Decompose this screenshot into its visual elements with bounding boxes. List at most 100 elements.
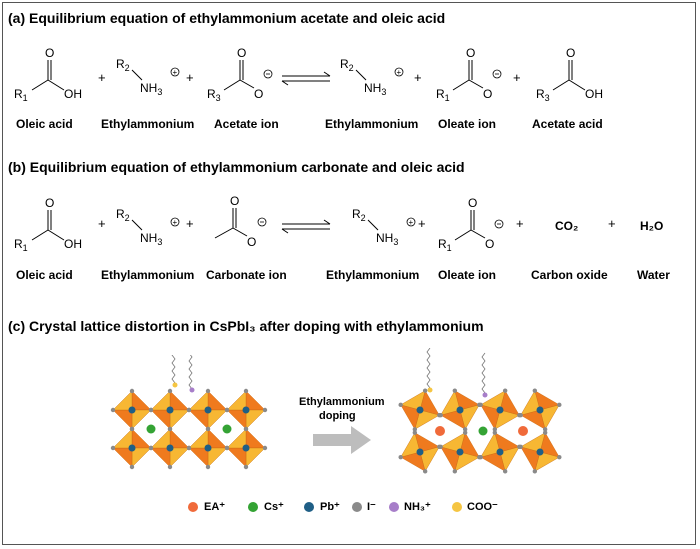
- octahedron-distorted: [518, 430, 562, 474]
- svg-text:O: O: [566, 46, 575, 60]
- iodide-atom: [167, 426, 173, 432]
- lattice-doped: [398, 348, 562, 474]
- octahedron-distorted: [438, 430, 482, 474]
- label-b-carbon-oxide: Carbon oxide: [531, 268, 608, 282]
- octahedron-distorted: [478, 430, 522, 474]
- octahedron: [110, 426, 154, 470]
- svg-text:+: +: [418, 216, 426, 231]
- svg-text:O: O: [237, 46, 246, 60]
- svg-text:O: O: [468, 196, 477, 210]
- iodide-atom: [492, 427, 498, 432]
- iodide-atom: [532, 469, 538, 474]
- legend-swatch-nh3: [389, 502, 399, 512]
- pb-atom: [242, 444, 250, 452]
- iodide-atom: [478, 402, 483, 408]
- svg-text:R1: R1: [14, 237, 28, 253]
- iodide-atom: [478, 454, 483, 460]
- label-a-acetate-ion: Acetate ion: [214, 117, 279, 131]
- svg-text:+: +: [414, 70, 422, 85]
- svg-text:O: O: [466, 46, 475, 60]
- pb-atom: [128, 406, 136, 414]
- iodide-atom: [398, 454, 403, 460]
- section-c-title: (c) Crystal lattice distortion in CsPbI₃…: [8, 318, 484, 334]
- svg-text:NH3: NH3: [140, 231, 162, 247]
- iodide-atom: [398, 402, 403, 408]
- section-b-title: (b) Equilibrium equation of ethylammoniu…: [8, 159, 465, 175]
- pb-atom: [496, 448, 504, 456]
- iodide-atom: [224, 445, 230, 451]
- svg-text:R1: R1: [438, 237, 452, 253]
- alkyl-chain: [426, 348, 431, 389]
- iodide-atom: [148, 445, 154, 451]
- ea-atom: [435, 426, 445, 436]
- arrow-label-line2: doping: [319, 410, 356, 422]
- iodide-atom: [148, 407, 154, 413]
- svg-text:O: O: [45, 46, 54, 60]
- ea-atom: [518, 426, 528, 436]
- coo-group: [172, 382, 178, 388]
- iodide-atom: [262, 445, 268, 451]
- svg-text:R3: R3: [536, 87, 550, 103]
- pb-atom: [416, 448, 424, 456]
- label-b-oleate-ion: Oleate ion: [438, 268, 497, 282]
- octahedron-distorted: [478, 388, 522, 432]
- svg-text:O: O: [247, 235, 256, 249]
- iodide-atom: [186, 407, 192, 413]
- equation-b: R1 O OH + R2 NH3 + + O O R2 NH3 + + R: [14, 194, 616, 253]
- iodide-atom: [422, 388, 428, 393]
- iodide-atom: [224, 407, 230, 413]
- octahedron: [186, 388, 230, 432]
- iodide-atom: [452, 469, 458, 474]
- legend-label-cs: Cs⁺: [264, 501, 284, 513]
- pb-atom: [128, 444, 136, 452]
- label-b-ethylammonium-2: Ethylammonium: [326, 268, 420, 282]
- octahedron: [224, 426, 268, 470]
- equation-a: R1 O OH + R2 NH3 + + R3 O O R2 NH3 +: [14, 46, 603, 103]
- co2-formula: CO₂: [555, 219, 579, 233]
- octahedron-distorted: [438, 388, 482, 432]
- iodide-atom: [542, 430, 548, 435]
- iodide-atom: [205, 426, 211, 432]
- coo-group: [427, 387, 433, 393]
- alkyl-chain: [171, 355, 176, 384]
- label-b-ethylammonium: Ethylammonium: [101, 268, 195, 282]
- octahedron-distorted: [518, 388, 562, 432]
- svg-text:+: +: [186, 70, 194, 85]
- svg-text:O: O: [483, 87, 492, 101]
- octahedron: [110, 388, 154, 432]
- legend-swatch-ea: [188, 502, 198, 512]
- label-a-ethylammonium: Ethylammonium: [101, 117, 195, 131]
- legend-label-pb: Pb⁺: [320, 501, 340, 513]
- section-a-title: (a) Equilibrium equation of ethylammoniu…: [8, 10, 446, 26]
- pb-atom: [204, 406, 212, 414]
- svg-text:R1: R1: [14, 87, 28, 103]
- iodide-atom: [422, 469, 428, 474]
- svg-text:OH: OH: [64, 237, 82, 251]
- svg-text:+: +: [397, 68, 402, 77]
- octahedron: [148, 426, 192, 470]
- octahedron: [148, 388, 192, 432]
- alkyl-chain: [481, 352, 486, 394]
- iodide-atom: [167, 388, 173, 394]
- legend-label-nh3: NH₃⁺: [404, 501, 431, 513]
- pb-atom: [204, 444, 212, 452]
- svg-text:OH: OH: [585, 87, 603, 101]
- octahedron: [224, 388, 268, 432]
- svg-text:O: O: [485, 237, 494, 251]
- svg-text:+: +: [98, 216, 106, 231]
- legend-swatch-i: [352, 502, 362, 512]
- oleic-acid-structure: R1 O OH: [14, 46, 82, 103]
- octahedron: [186, 426, 230, 470]
- acetate-ion-structure: R3 O O: [207, 46, 273, 103]
- iodide-atom: [110, 445, 116, 451]
- iodide-atom: [438, 412, 443, 418]
- label-a-acetate-acid: Acetate acid: [532, 117, 603, 131]
- pb-atom: [416, 406, 424, 414]
- iodide-atom: [243, 464, 249, 470]
- iodide-atom: [557, 402, 562, 408]
- iodide-atom: [110, 407, 116, 413]
- svg-text:OH: OH: [64, 87, 82, 101]
- pb-atom: [456, 448, 464, 456]
- pb-atom: [166, 444, 174, 452]
